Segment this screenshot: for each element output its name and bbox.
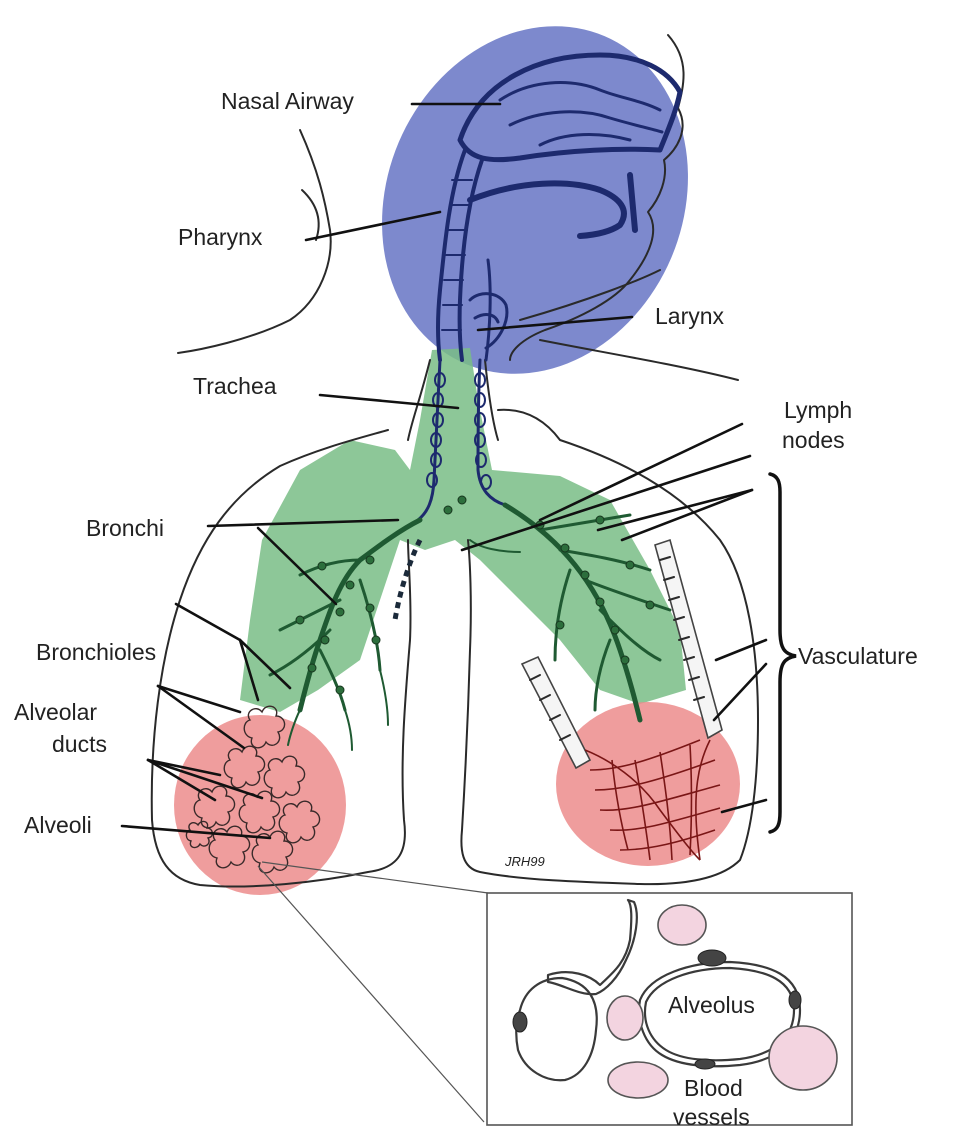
label-trachea: Trachea <box>193 373 277 399</box>
artist-signature: JRH99 <box>504 854 545 869</box>
label-lymph-nodes-line2: nodes <box>782 427 845 453</box>
label-blood-vessels-line2: vessels <box>673 1104 750 1130</box>
label-pharynx: Pharynx <box>178 224 263 250</box>
zoom-lines <box>258 862 488 1122</box>
conducting-airway-region <box>240 348 686 712</box>
label-vasculature: Vasculature <box>798 643 918 669</box>
label-alveolus: Alveolus <box>668 992 755 1018</box>
label-lymph-nodes-line1: Lymph <box>784 397 852 423</box>
label-alveolar-ducts-line1: Alveolar <box>14 699 97 725</box>
label-alveolar-ducts-line2: ducts <box>52 731 107 757</box>
label-larynx: Larynx <box>655 303 725 329</box>
label-bronchi: Bronchi <box>86 515 164 541</box>
label-bronchioles: Bronchioles <box>36 639 156 665</box>
label-blood-vessels-line1: Blood <box>684 1075 743 1101</box>
pulmonary-vessel-left <box>522 657 590 768</box>
label-nasal-airway: Nasal Airway <box>221 88 354 114</box>
vasculature-bracket <box>770 474 796 832</box>
label-alveoli: Alveoli <box>24 812 92 838</box>
